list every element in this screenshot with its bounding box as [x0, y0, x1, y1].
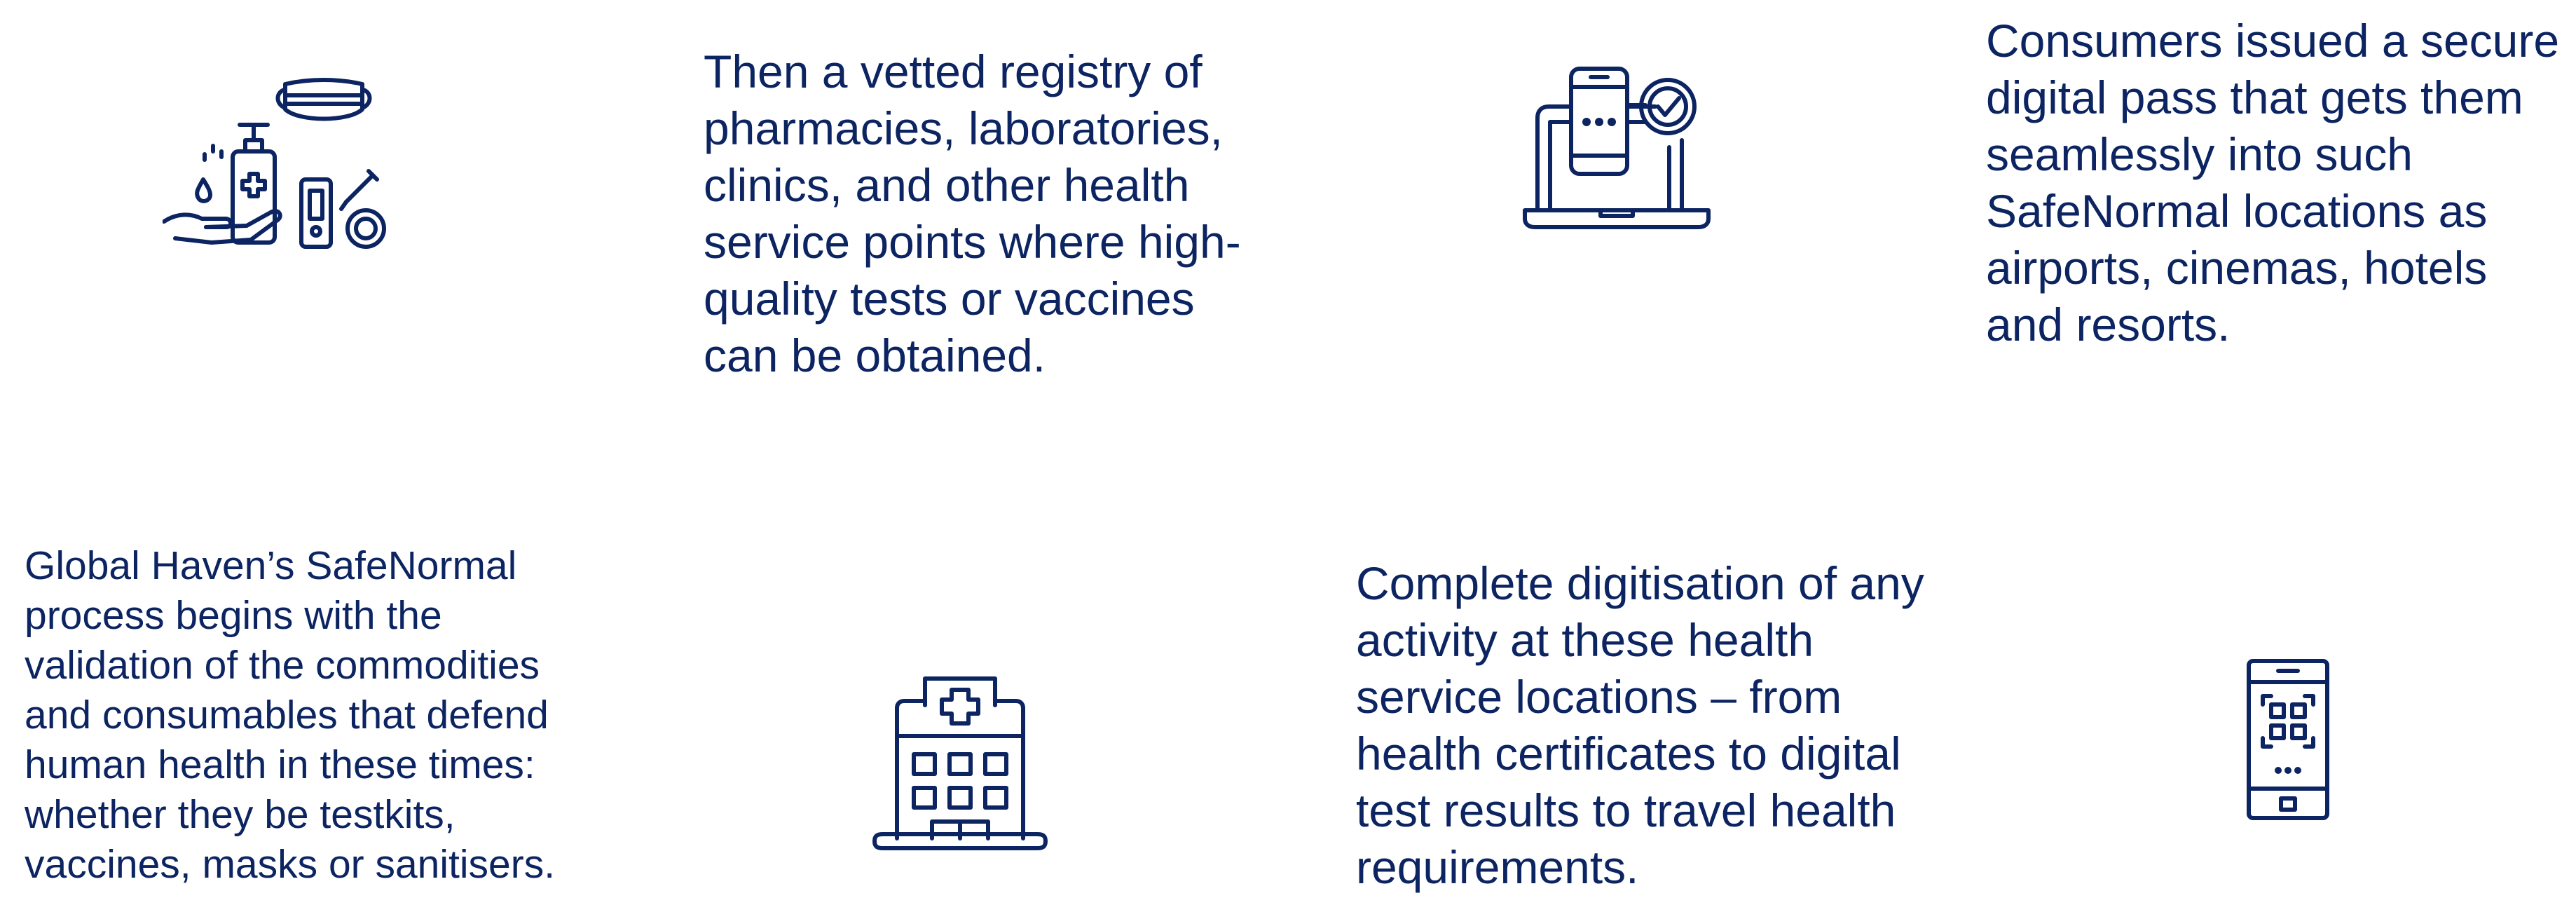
- step-text-digitisation: Complete digitisation of any activity at…: [1356, 557, 1924, 893]
- step-text-digital-pass: Consumers issued a secure digital pass t…: [1986, 15, 2560, 350]
- laptop-phone-check-icon: [1522, 63, 1711, 231]
- step-text-registry: Then a vetted registry of pharmacies, la…: [704, 46, 1241, 381]
- hospital-building-icon: [869, 673, 1051, 855]
- phone-qr-code-icon: [2239, 655, 2337, 824]
- step-text-validation: Global Haven’s SafeNormal process begins…: [25, 543, 556, 887]
- sanitiser-mask-testkit-icon: [163, 76, 394, 251]
